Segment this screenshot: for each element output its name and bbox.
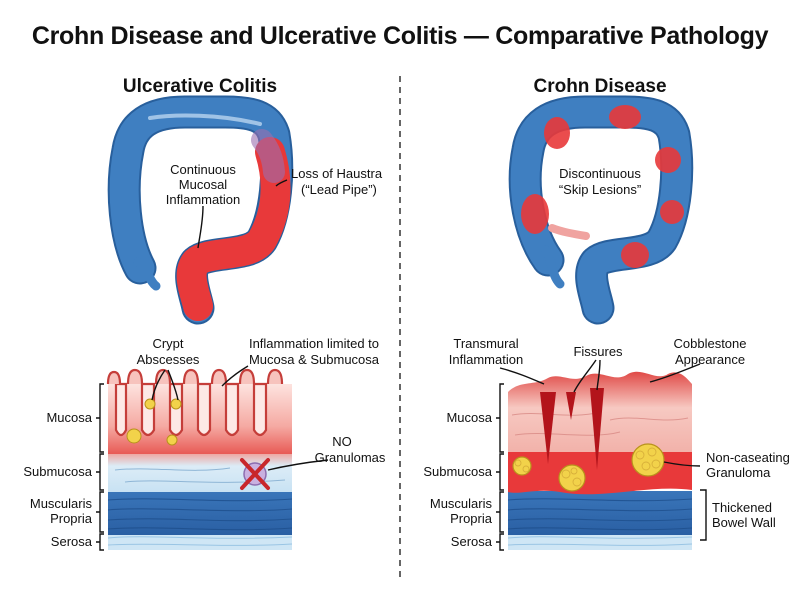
cd-colon-illustration [508,95,694,325]
uc-continuous-label-3: Inflammation [166,192,240,207]
cd-thickened-label-2: Bowel Wall [712,515,776,530]
uc-crypt-label-1: Crypt [152,336,183,351]
uc-serosa-label: Serosa [51,534,93,549]
cd-wall-callouts [499,359,707,541]
cd-mucosa-label: Mucosa [446,410,492,425]
cd-fissures-label: Fissures [573,344,623,359]
uc-panel-title: Ulcerative Colitis [122,76,278,97]
cd-cobblestone-label-2: Appearance [675,352,745,367]
cd-cobblestone-label-1: Cobblestone [674,336,747,351]
cd-fissures [540,388,604,470]
cd-transmural-label-1: Transmural [453,336,518,351]
uc-wall-labels: Crypt Abscesses Inflammation limited to … [137,336,386,465]
uc-crypt-label-2: Abscesses [137,352,200,367]
cd-submucosa-label: Submucosa [423,464,492,479]
uc-limited-label-1: Inflammation limited to [249,336,379,351]
uc-limited-label-2: Mucosa & Submucosa [249,352,380,367]
uc-layer-brackets [96,383,104,551]
uc-colon-inflamed [176,137,291,321]
uc-continuous-label-2: Mucosal [179,177,228,192]
page-title: Crohn Disease and Ulcerative Colitis — C… [31,22,769,50]
cd-transmural-label-2: Inflammation [449,352,523,367]
uc-crypt-abscesses [126,398,182,446]
cd-granulomas [512,443,665,492]
uc-layer-labels: Mucosa Submucosa Muscularis Propria Sero… [23,410,92,549]
cd-granuloma-label-2: Granuloma [706,465,771,480]
uc-wall-section [106,368,293,550]
cd-muscularis-label-2: Propria [450,511,493,526]
cd-wall-labels: Transmural Inflammation Fissures Cobbles… [449,336,790,530]
uc-wall-callouts [151,365,329,471]
uc-continuous-label-1: Continuous [170,162,236,177]
uc-muscularis-label-2: Propria [50,511,93,526]
cd-granuloma-label-1: Non-caseating [706,450,790,465]
cd-layer-labels: Mucosa Submucosa Muscularis Propria Sero… [423,410,492,549]
cd-layer-brackets [496,383,504,551]
cd-panel-title: Crohn Disease [533,76,667,97]
cd-skip-label-2: “Skip Lesions” [559,182,641,197]
uc-mucosa-label: Mucosa [46,410,92,425]
uc-colon-illustration [107,95,294,325]
uc-no-granuloma-marker [240,458,270,490]
cd-colon-labels: Discontinuous “Skip Lesions” [559,166,642,197]
cd-wall-section [507,371,693,550]
uc-haustra-label-2: (“Lead Pipe”) [301,182,377,197]
uc-no-granulomas-label-1: NO [332,434,352,449]
uc-colon-callouts [197,179,288,249]
uc-villi [106,368,284,385]
cd-serosa-label: Serosa [451,534,493,549]
uc-muscularis-label-1: Muscularis [30,496,93,511]
cd-skip-lesions [521,105,684,268]
uc-colon-labels: Continuous Mucosal Inflammation Loss of … [166,162,383,207]
uc-submucosa-label: Submucosa [23,464,92,479]
cd-thickened-label-1: Thickened [712,500,772,515]
uc-no-granulomas-label-2: Granulomas [315,450,386,465]
cd-colon-healthy [510,97,692,323]
uc-haustra-label-1: Loss of Haustra [291,166,383,181]
cd-skip-label-1: Discontinuous [559,166,641,181]
cd-muscularis-label-1: Muscularis [430,496,493,511]
